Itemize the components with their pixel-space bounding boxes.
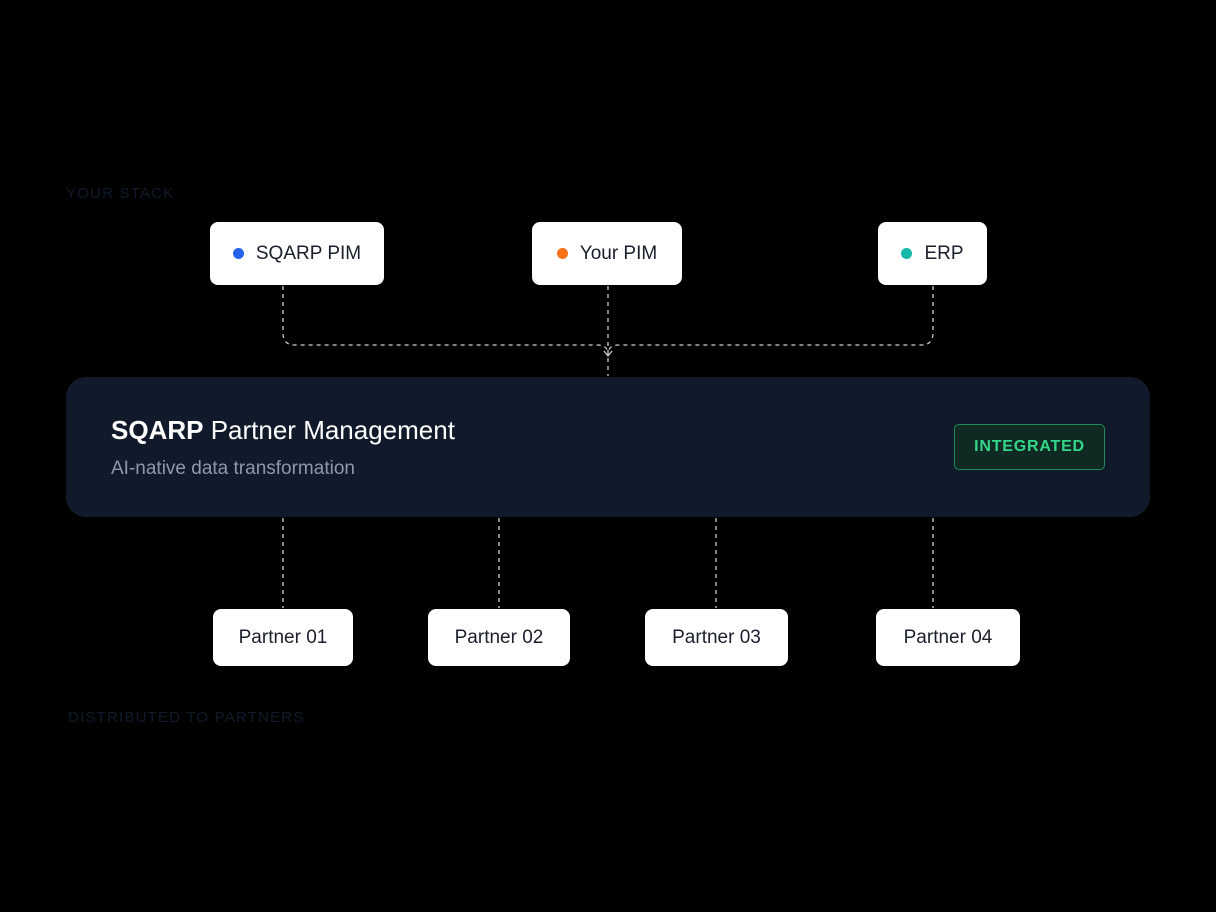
teal-dot-icon (901, 248, 913, 259)
connector-erp (607, 286, 934, 356)
distributed-to-partners-label: DISTRIBUTED TO PARTNERS (68, 709, 305, 726)
partner-label: Partner 04 (903, 626, 993, 648)
hub-brand: SQARP (111, 415, 204, 445)
partner-node-02[interactable]: Partner 02 (428, 609, 570, 666)
your-stack-label: YOUR STACK (66, 185, 175, 202)
source-label: SQARP PIM (255, 242, 362, 264)
source-node-erp[interactable]: ERP (878, 222, 987, 285)
hub-title-text: Partner Management (210, 415, 455, 445)
partner-node-01[interactable]: Partner 01 (213, 609, 353, 666)
status-badge: INTEGRATED (954, 424, 1105, 470)
orange-dot-icon (556, 248, 568, 259)
source-label: ERP (924, 242, 964, 264)
source-node-sqarp-pim[interactable]: SQARP PIM (210, 222, 384, 285)
partner-label: Partner 03 (672, 626, 761, 648)
source-node-your-pim[interactable]: Your PIM (532, 222, 682, 285)
hub-subtitle: AI-native data transformation (111, 458, 355, 479)
hub-title: SQARP Partner Management (111, 415, 455, 446)
connector-sqarp-pim (282, 286, 609, 356)
partner-label: Partner 01 (238, 626, 328, 648)
blue-dot-icon (232, 248, 244, 259)
partner-management-hub: SQARP Partner Management AI-native data … (66, 377, 1150, 517)
partner-node-03[interactable]: Partner 03 (645, 609, 788, 666)
partner-label: Partner 02 (454, 626, 544, 648)
merge-arrow-icon (603, 350, 613, 358)
source-label: Your PIM (579, 242, 658, 264)
partner-node-04[interactable]: Partner 04 (876, 609, 1020, 666)
